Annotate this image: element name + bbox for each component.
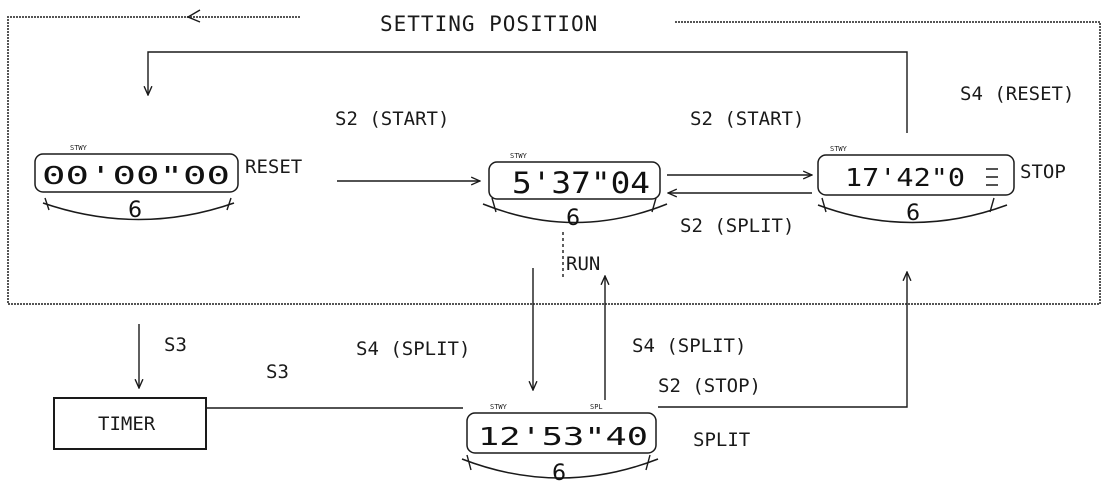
bezel-arc	[461, 458, 659, 479]
transition-label-run-to-split: S4 (SPLIT)	[356, 338, 470, 360]
state-label-reset: RESET	[245, 156, 302, 178]
crown-icon: 6	[128, 198, 142, 223]
transition-label-stop-to-reset: S4 (RESET)	[960, 83, 1074, 105]
lcd-display	[817, 154, 1015, 196]
watch-stop: STWY 17'42"0 6	[817, 145, 1015, 226]
lug-marks	[44, 197, 232, 211]
lug-marks	[491, 197, 657, 213]
watch-split: STWY SPL 12'53"40 6	[461, 403, 659, 486]
crown-icon: 6	[552, 461, 566, 486]
time-readout: 5'37"04	[512, 166, 650, 200]
arrow-stop-to-reset	[148, 51, 908, 133]
blank-digit-segments	[986, 168, 998, 186]
bezel-arc	[42, 202, 235, 221]
setting-position-frame	[7, 16, 1101, 305]
crown-icon: 6	[906, 201, 920, 226]
state-label-stop: STOP	[1020, 161, 1066, 183]
diagram-title: SETTING POSITION	[380, 12, 598, 36]
bezel-arc	[817, 204, 1008, 224]
transition-label-timer-to-split: S3	[266, 361, 289, 383]
transition-label-split-to-stop: S2 (STOP)	[658, 375, 761, 397]
time-readout: 17'42"0	[845, 163, 965, 192]
time-readout: 00'00"00	[42, 161, 230, 190]
split-indicator: SPL	[590, 403, 603, 411]
lug-marks	[466, 454, 651, 471]
mode-indicator: STWY	[70, 144, 88, 152]
arrow-split-to-stop	[658, 272, 907, 408]
transition-label-split-to-run: S4 (SPLIT)	[632, 335, 746, 357]
lcd-display	[488, 161, 661, 200]
watch-reset: STWY 00'00"00 6	[34, 144, 239, 223]
lug-marks	[821, 197, 995, 213]
timer-box	[53, 397, 207, 450]
state-label-timer: TIMER	[98, 413, 156, 435]
lcd-display	[466, 412, 657, 454]
watch-run: STWY 5'37"04 6	[482, 152, 668, 231]
transition-label-reset-to-timer: S3	[164, 334, 187, 356]
transition-label-stop-to-run: S2 (SPLIT)	[680, 215, 794, 237]
crown-icon: 6	[566, 206, 580, 231]
frame-arrow-icon	[186, 9, 201, 23]
mode-indicator: STWY	[830, 145, 848, 153]
lcd-display	[34, 153, 239, 193]
state-label-split: SPLIT	[693, 429, 750, 451]
transition-label-run-to-stop: S2 (START)	[690, 108, 804, 130]
bezel-arc	[482, 203, 668, 224]
time-readout: 12'53"40	[478, 422, 648, 451]
state-label-run: RUN	[566, 253, 600, 275]
transition-label-reset-to-run: S2 (START)	[335, 108, 449, 130]
mode-indicator: STWY	[510, 152, 528, 160]
mode-indicator: STWY	[490, 403, 508, 411]
